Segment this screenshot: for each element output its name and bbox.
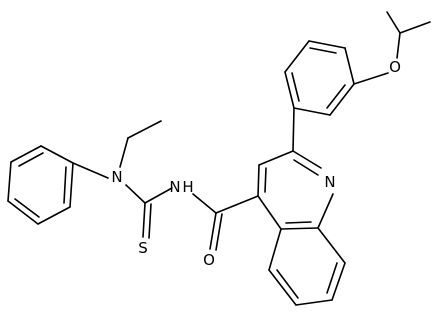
bond [317, 227, 346, 264]
bond [284, 71, 295, 109]
carbonyl-oxygen-label: O [203, 251, 215, 269]
bond [257, 195, 282, 230]
bond [119, 137, 129, 168]
bond [326, 84, 346, 109]
bond [344, 47, 355, 85]
bond [215, 213, 223, 251]
bond [329, 83, 355, 116]
sulfur-label: S [138, 239, 148, 257]
bond [309, 47, 337, 54]
ring-nitrogen-label: N [324, 173, 335, 191]
bond [331, 262, 346, 301]
bond [264, 167, 267, 193]
bond [293, 107, 331, 116]
bond [144, 187, 173, 204]
bond [192, 193, 217, 214]
bonds [7, 11, 431, 306]
bond [276, 269, 299, 299]
bond [353, 72, 389, 85]
bond [257, 164, 260, 197]
bond [292, 150, 322, 169]
bond [125, 184, 146, 204]
bond [308, 40, 346, 49]
bond [37, 206, 71, 225]
bond [326, 262, 338, 294]
bond [63, 166, 67, 204]
bond [142, 202, 146, 238]
bond [295, 299, 333, 306]
bond [127, 120, 162, 139]
bond [72, 162, 109, 179]
bond [292, 107, 295, 152]
bond [7, 161, 12, 202]
atom-labels: N N H S O N O [111, 58, 401, 269]
bond [10, 145, 42, 163]
bond [396, 32, 401, 59]
bond [386, 11, 401, 34]
ether-oxygen-label: O [389, 58, 401, 76]
bond [7, 200, 39, 225]
amide-hydrogen-label: H [182, 178, 193, 196]
bond [284, 40, 310, 73]
bond [215, 195, 259, 214]
bond [14, 198, 40, 218]
bond [280, 227, 319, 230]
bond [268, 228, 282, 271]
bond [209, 212, 217, 250]
bond [317, 193, 334, 229]
bond [18, 152, 44, 167]
bond [399, 21, 431, 34]
bond [40, 145, 74, 164]
amine-nitrogen-label: N [111, 168, 122, 186]
bond [293, 159, 319, 176]
bond [148, 203, 152, 239]
bond [258, 150, 294, 166]
bond [285, 221, 312, 224]
amide-nitrogen-label: N [169, 178, 180, 196]
bond [69, 162, 74, 208]
bond [291, 72, 300, 102]
bond [268, 269, 297, 306]
